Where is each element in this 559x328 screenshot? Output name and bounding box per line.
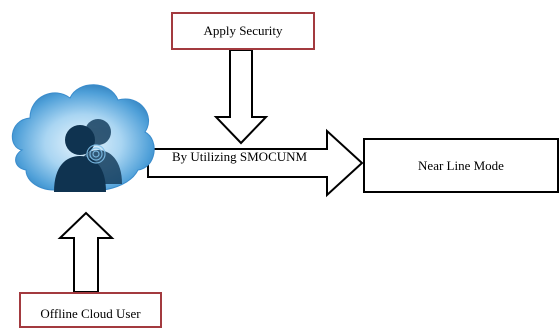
near-line-mode-label: Near Line Mode [418, 157, 504, 173]
apply-security-box: Apply Security [171, 12, 315, 50]
cloud-user-icon [11, 84, 155, 194]
arrow-down-security [213, 49, 269, 145]
arrow-up-user [57, 211, 115, 293]
offline-cloud-user-label: Offline Cloud User [40, 306, 141, 321]
offline-cloud-user-box: Offline Cloud User [19, 292, 162, 328]
utilizing-smocunm-label: By Utilizing SMOCUNM [172, 149, 308, 164]
apply-security-label: Apply Security [203, 23, 283, 38]
arrow-right-nearline [147, 128, 364, 198]
near-line-mode-box: Near Line Mode [363, 138, 559, 193]
